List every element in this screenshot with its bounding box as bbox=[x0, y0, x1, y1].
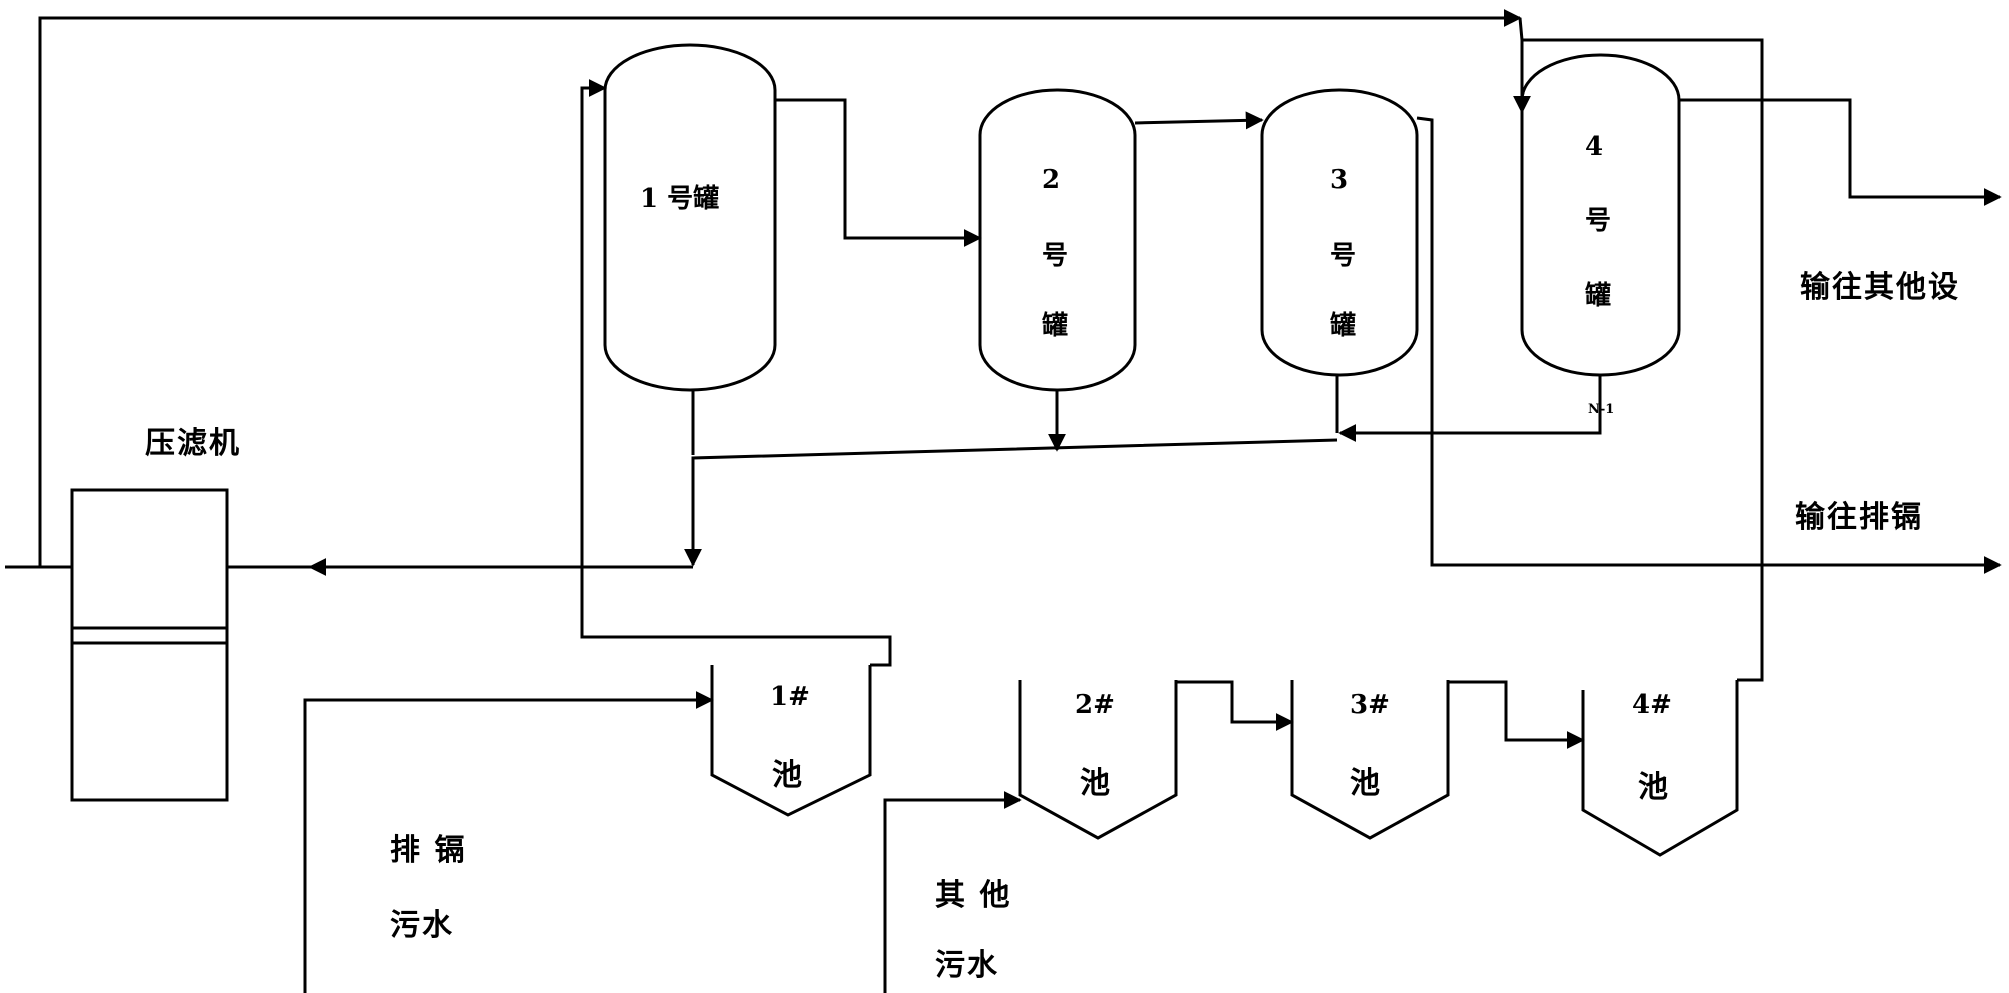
pool-2-number: 2# bbox=[1075, 690, 1115, 720]
tank-3-char-1: 号 bbox=[1330, 241, 1357, 271]
cadmium-wastewater-label-line1: 排 镉 bbox=[390, 833, 467, 868]
pool-3-outline bbox=[1290, 680, 1450, 840]
tank-3-vessel bbox=[1260, 88, 1419, 377]
output-other-equipment-label: 输往其他设 bbox=[1800, 270, 1960, 305]
tank-4-number: 4 bbox=[1585, 132, 1604, 162]
tank4-to-other-output-line bbox=[1679, 98, 2002, 206]
tank4-bottom-drain bbox=[1338, 375, 1602, 442]
other-wastewater-label-line2: 污水 bbox=[935, 948, 999, 983]
tank-4-char-2: 罐 bbox=[1585, 281, 1612, 311]
pool-4-number: 4# bbox=[1632, 690, 1672, 720]
tank-2-number: 2 bbox=[1042, 165, 1061, 195]
filter-press-label: 压滤机 bbox=[145, 426, 241, 461]
cadmium-wastewater-inflow bbox=[303, 691, 714, 993]
tank-4-drain-mark: N-1 bbox=[1588, 402, 1615, 417]
pool-4-outline bbox=[1581, 680, 1739, 857]
pool-1-name: 池 bbox=[772, 758, 804, 793]
tank-2-char-2: 罐 bbox=[1042, 311, 1069, 341]
return-line-top bbox=[38, 9, 1522, 567]
other-wastewater-label-line1: 其 他 bbox=[935, 878, 1012, 913]
tank3-to-cadmium-output-line bbox=[1416, 116, 2002, 574]
pool2-to-pool3-line bbox=[1176, 680, 1294, 731]
pool-1-number: 1# bbox=[770, 682, 810, 712]
pool-3-name: 池 bbox=[1350, 766, 1382, 801]
pool-4-name: 池 bbox=[1638, 770, 1670, 805]
tank4-inlet-line bbox=[1513, 17, 1531, 114]
tank-1-vessel bbox=[603, 43, 777, 392]
tank-3-number: 3 bbox=[1330, 165, 1349, 195]
tank-1-label: 1 号罐 bbox=[640, 184, 720, 214]
tank-3-char-2: 罐 bbox=[1330, 311, 1357, 341]
cadmium-wastewater-label-line2: 污水 bbox=[390, 908, 454, 943]
tank-4-char-1: 号 bbox=[1585, 206, 1612, 236]
pool-2-outline bbox=[1018, 680, 1178, 840]
drain-collector-line bbox=[684, 438, 1338, 567]
pool-1-outline bbox=[710, 665, 872, 817]
pool3-to-pool4-line bbox=[1448, 680, 1585, 749]
tank1-to-tank2-line bbox=[775, 98, 982, 247]
other-wastewater-inflow bbox=[883, 791, 1022, 993]
filter-press-body bbox=[70, 488, 229, 802]
output-cadmium-discharge-label: 输往排镉 bbox=[1795, 500, 1923, 535]
pool4-riser-line bbox=[1522, 38, 1764, 682]
tank2-to-tank3-line bbox=[1134, 111, 1264, 130]
pool-3-number: 3# bbox=[1350, 690, 1390, 720]
tank-2-char-1: 号 bbox=[1042, 241, 1069, 271]
pool1-to-tank1-line bbox=[580, 79, 892, 667]
pool-2-name: 池 bbox=[1080, 766, 1112, 801]
